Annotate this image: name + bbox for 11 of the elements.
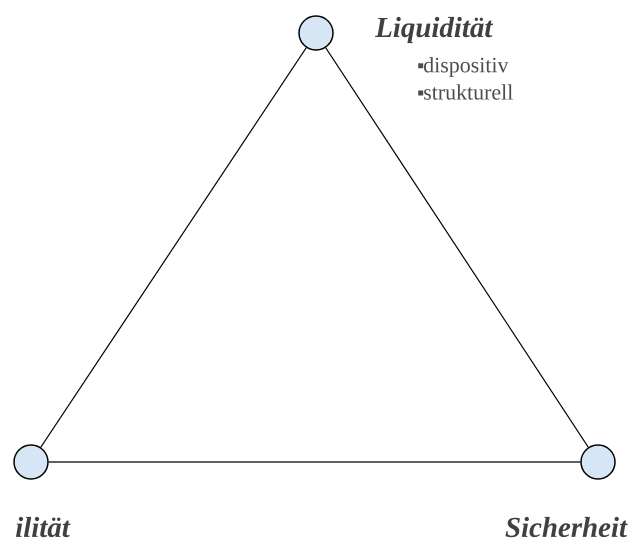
- circle-node: [580, 444, 616, 480]
- line: [48, 461, 580, 463]
- node-label: Liquidität: [374, 16, 494, 44]
- line: [325, 48, 589, 448]
- line: [40, 47, 307, 448]
- bullet-item: strukturell: [418, 84, 513, 100]
- circle-node: [298, 15, 334, 51]
- node-label: ilität: [16, 516, 71, 538]
- bullet-item: dispositiv: [418, 57, 508, 77]
- circle-node: [13, 444, 49, 480]
- node-label: Sicherheit: [506, 516, 628, 538]
